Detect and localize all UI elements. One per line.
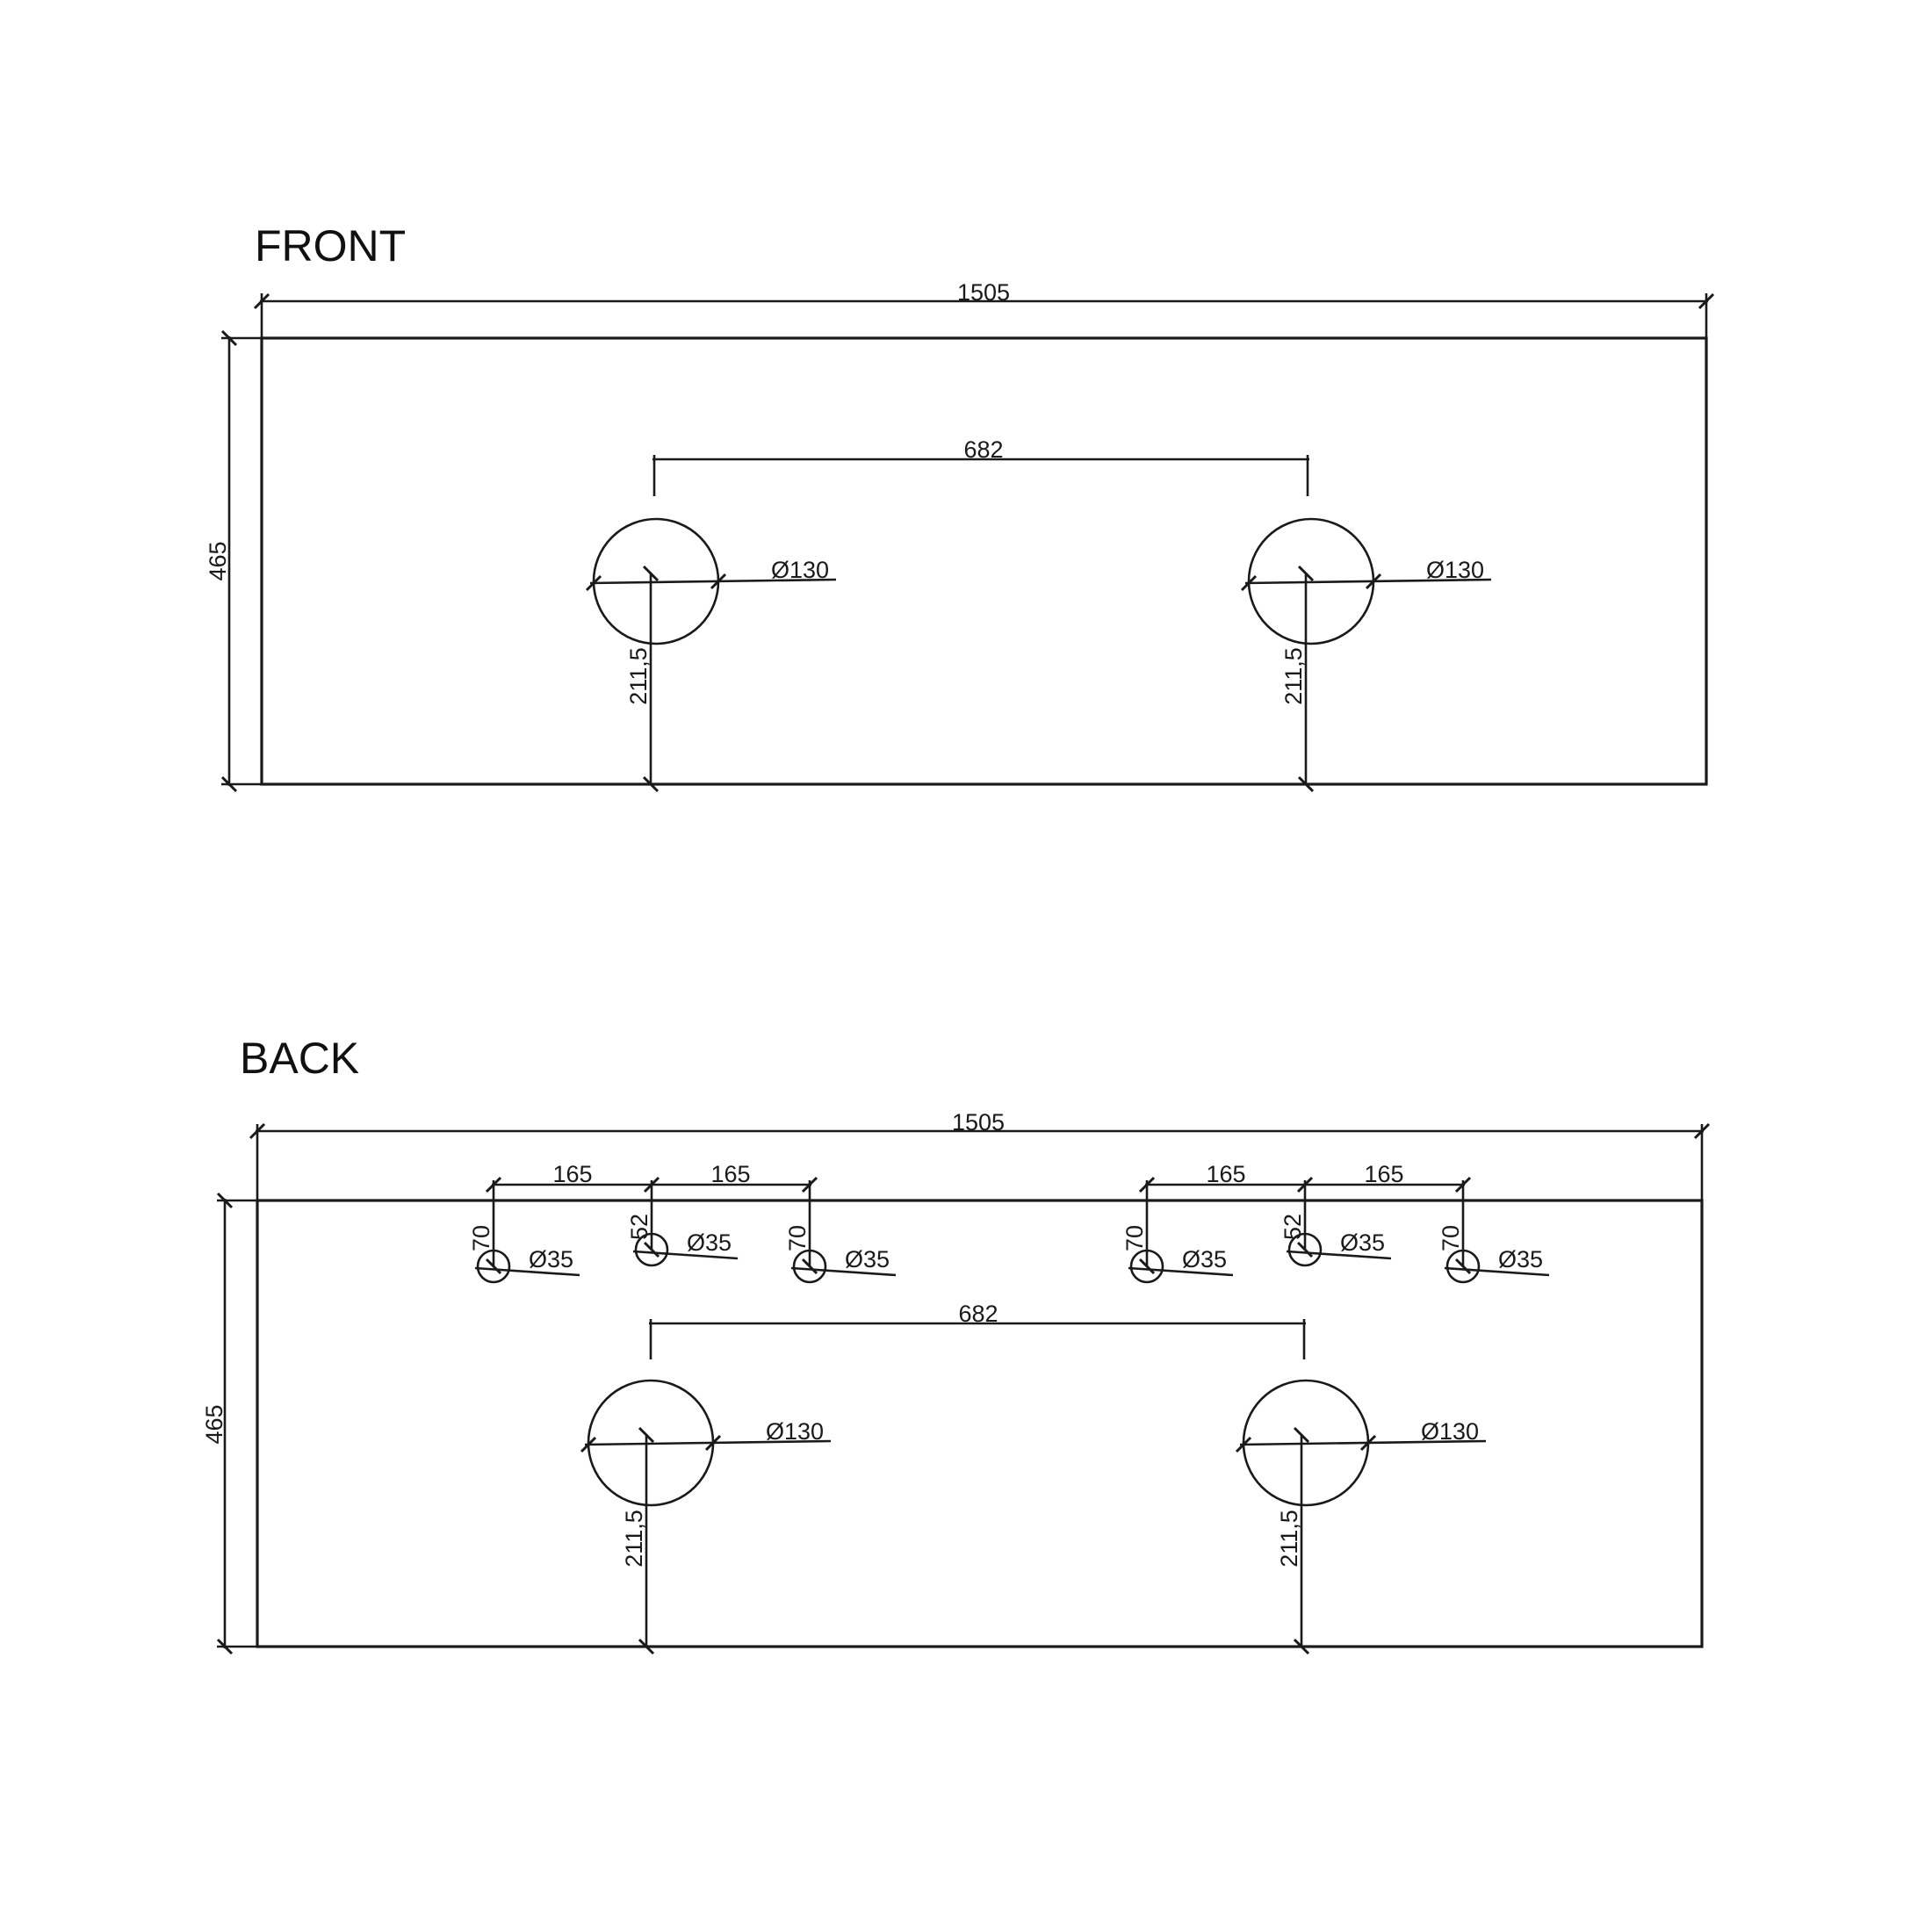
back-height-dimension: 465 <box>201 1192 257 1655</box>
front-basin-spacing-label: 682 <box>963 436 1003 463</box>
back-view: BACK 1505 465 <box>201 1034 1711 1655</box>
front-countertop-outline <box>260 336 1708 786</box>
back-tap-hole-4-offset-label: 70 <box>1121 1225 1148 1251</box>
back-tap-hole-5-diameter-label: Ø35 <box>1340 1229 1385 1256</box>
back-tap-hole-6: 70 Ø35 <box>1438 1212 1550 1284</box>
back-tap-hole-4: 70 Ø35 <box>1121 1212 1234 1284</box>
back-tap-hole-3-diameter-label: Ø35 <box>845 1246 890 1272</box>
back-tap-hole-5: 52 Ø35 <box>1280 1212 1392 1267</box>
back-tap-hole-5-offset-label: 52 <box>1280 1214 1306 1240</box>
back-tap-hole-3-offset-label: 70 <box>784 1225 811 1251</box>
back-basin-right-diameter-label: Ø130 <box>1421 1418 1479 1445</box>
back-tap-hole-6-offset-label: 70 <box>1438 1225 1464 1251</box>
back-width-label: 1505 <box>952 1109 1005 1135</box>
front-basin-right-offset-label: 211,5 <box>1280 647 1307 705</box>
back-tap-hole-2-diameter-label: Ø35 <box>687 1229 732 1256</box>
back-tap-spacing-label-4: 165 <box>1364 1161 1403 1187</box>
back-tap-hole-3: 70 Ø35 <box>784 1212 897 1284</box>
back-height-label: 465 <box>201 1404 227 1444</box>
back-basin-left: Ø130 211,5 <box>580 1379 832 1655</box>
back-tap-spacing-label-3: 165 <box>1206 1161 1245 1187</box>
front-basin-spacing-dimension: 682 <box>652 436 1309 496</box>
back-title: BACK <box>240 1034 359 1083</box>
front-basin-left-diameter-label: Ø130 <box>771 557 829 583</box>
front-title: FRONT <box>255 221 406 270</box>
front-basin-right-diameter-label: Ø130 <box>1426 557 1484 583</box>
back-basin-right-offset-label: 211,5 <box>1276 1510 1302 1568</box>
back-tap-spacing-right: 165 165 <box>1138 1161 1472 1212</box>
back-tap-hole-2-offset-label: 52 <box>626 1214 652 1240</box>
back-basin-left-diameter-label: Ø130 <box>766 1418 824 1445</box>
front-basin-left: Ø130 211,5 <box>585 517 837 793</box>
back-basin-spacing-dimension: 682 <box>649 1301 1306 1359</box>
back-tap-hole-1-diameter-label: Ø35 <box>529 1246 573 1272</box>
back-countertop-outline <box>256 1199 1704 1648</box>
back-tap-spacing-left: 165 165 <box>485 1161 818 1212</box>
front-view: FRONT 1505 465 682 <box>205 221 1715 793</box>
front-basin-right: Ø130 211,5 <box>1240 517 1492 793</box>
back-width-dimension: 1505 <box>249 1109 1711 1200</box>
front-width-dimension: 1505 <box>253 279 1715 338</box>
back-tap-spacing-label-1: 165 <box>552 1161 592 1187</box>
back-tap-hole-1-offset-label: 70 <box>468 1225 494 1251</box>
back-tap-hole-6-diameter-label: Ø35 <box>1498 1246 1543 1272</box>
front-basin-left-offset-label: 211,5 <box>625 647 652 705</box>
front-height-dimension: 465 <box>205 329 262 793</box>
back-tap-hole-1: 70 Ø35 <box>468 1212 580 1284</box>
front-width-label: 1505 <box>957 279 1010 306</box>
back-tap-hole-4-diameter-label: Ø35 <box>1182 1246 1227 1272</box>
back-tap-hole-2: 52 Ø35 <box>626 1212 739 1267</box>
back-basin-spacing-label: 682 <box>958 1301 998 1327</box>
back-tap-spacing-label-2: 165 <box>710 1161 750 1187</box>
back-basin-right: Ø130 211,5 <box>1235 1379 1487 1655</box>
front-height-label: 465 <box>205 541 231 580</box>
back-basin-left-offset-label: 211,5 <box>621 1510 647 1568</box>
